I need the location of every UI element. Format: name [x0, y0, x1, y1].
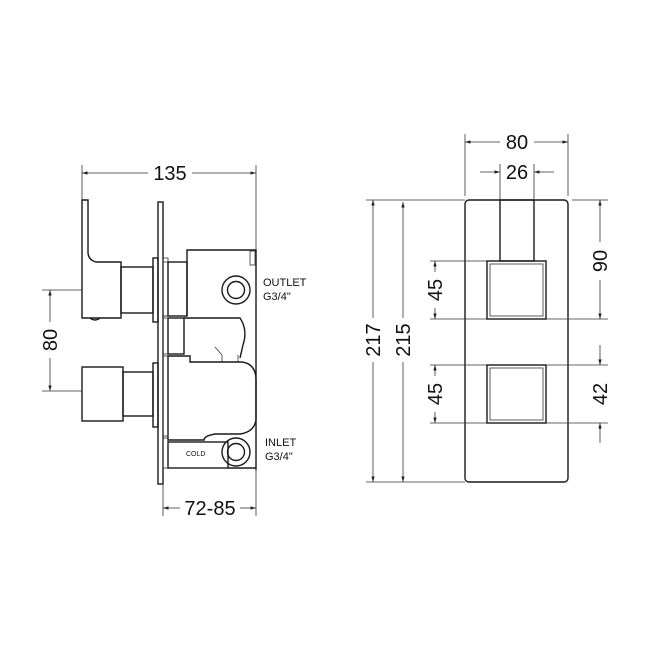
- dim-lever-width: 26: [480, 162, 554, 200]
- outlet-port: [221, 275, 251, 305]
- lower-handle: [81, 366, 154, 422]
- dim-label: 135: [153, 163, 186, 185]
- dim-wall-depth: 72-85: [162, 470, 257, 520]
- outlet-label: OUTLET: [263, 277, 307, 289]
- outlet-thread: G3/4": [263, 291, 291, 303]
- dim-label: 90: [590, 250, 612, 272]
- dim-label: 72-85: [184, 498, 235, 520]
- dim-plate-width: 80: [464, 132, 569, 196]
- dim-height-inner: 215: [393, 202, 415, 482]
- upper-handle: [81, 199, 154, 321]
- dim-label: 80: [506, 132, 528, 154]
- lever: [499, 199, 535, 262]
- dim-label: 217: [363, 323, 385, 356]
- dim-label: 42: [590, 383, 612, 405]
- valve-body: [167, 249, 257, 470]
- inlet-port: [221, 437, 251, 467]
- dim-label: 45: [425, 279, 447, 301]
- dim-label: 80: [40, 329, 62, 351]
- front-view: 80 26 217 215 45: [363, 132, 612, 483]
- upper-knob: [486, 260, 547, 320]
- wall-plate: [152, 201, 169, 485]
- dim-lower-knob: 45: [425, 364, 487, 424]
- lower-knob: [486, 364, 547, 424]
- dim-top-to-knob: 90: [546, 199, 612, 320]
- inlet-thread: G3/4": [265, 451, 293, 463]
- dim-label: 26: [506, 162, 528, 184]
- dim-label: 215: [393, 323, 415, 356]
- face-plate: [464, 199, 569, 483]
- dim-height-outer: 217: [363, 199, 465, 483]
- dim-label: 45: [425, 383, 447, 405]
- dim-width-overall: 135: [81, 163, 257, 250]
- dim-upper-knob: 45: [425, 260, 487, 320]
- side-view: 135: [40, 163, 307, 520]
- cold-label: COLD: [186, 451, 205, 458]
- inlet-label: INLET: [265, 437, 296, 449]
- dim-handle-spacing: 80: [40, 289, 82, 392]
- dim-lower-knob-right: 42: [546, 345, 612, 443]
